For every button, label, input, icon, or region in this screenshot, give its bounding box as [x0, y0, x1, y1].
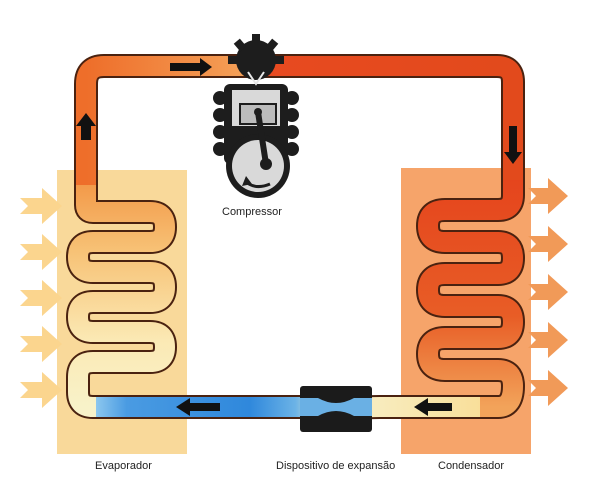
condenser-label: Condensador	[438, 460, 505, 472]
condenser-air-arrows	[528, 178, 568, 406]
suction-line	[74, 54, 255, 185]
evaporator-air-arrows	[20, 188, 62, 408]
compressor-label: Compressor	[222, 206, 282, 218]
discharge-line	[258, 54, 525, 180]
expansion-device-label: Dispositivo de expansão	[276, 460, 396, 472]
expansion-device	[300, 386, 372, 432]
evaporator-label: Evaporador	[95, 460, 152, 472]
flow-arrow-left-liquid	[414, 398, 452, 416]
compressor	[213, 34, 299, 198]
condenser-coil	[416, 180, 525, 419]
evaporator-coil	[66, 185, 177, 419]
flow-arrow-down	[504, 126, 522, 164]
flow-arrow-right	[170, 58, 212, 76]
flow-arrow-up	[76, 113, 96, 140]
flow-arrows	[76, 58, 522, 416]
flow-arrow-left-bottom	[176, 398, 220, 416]
